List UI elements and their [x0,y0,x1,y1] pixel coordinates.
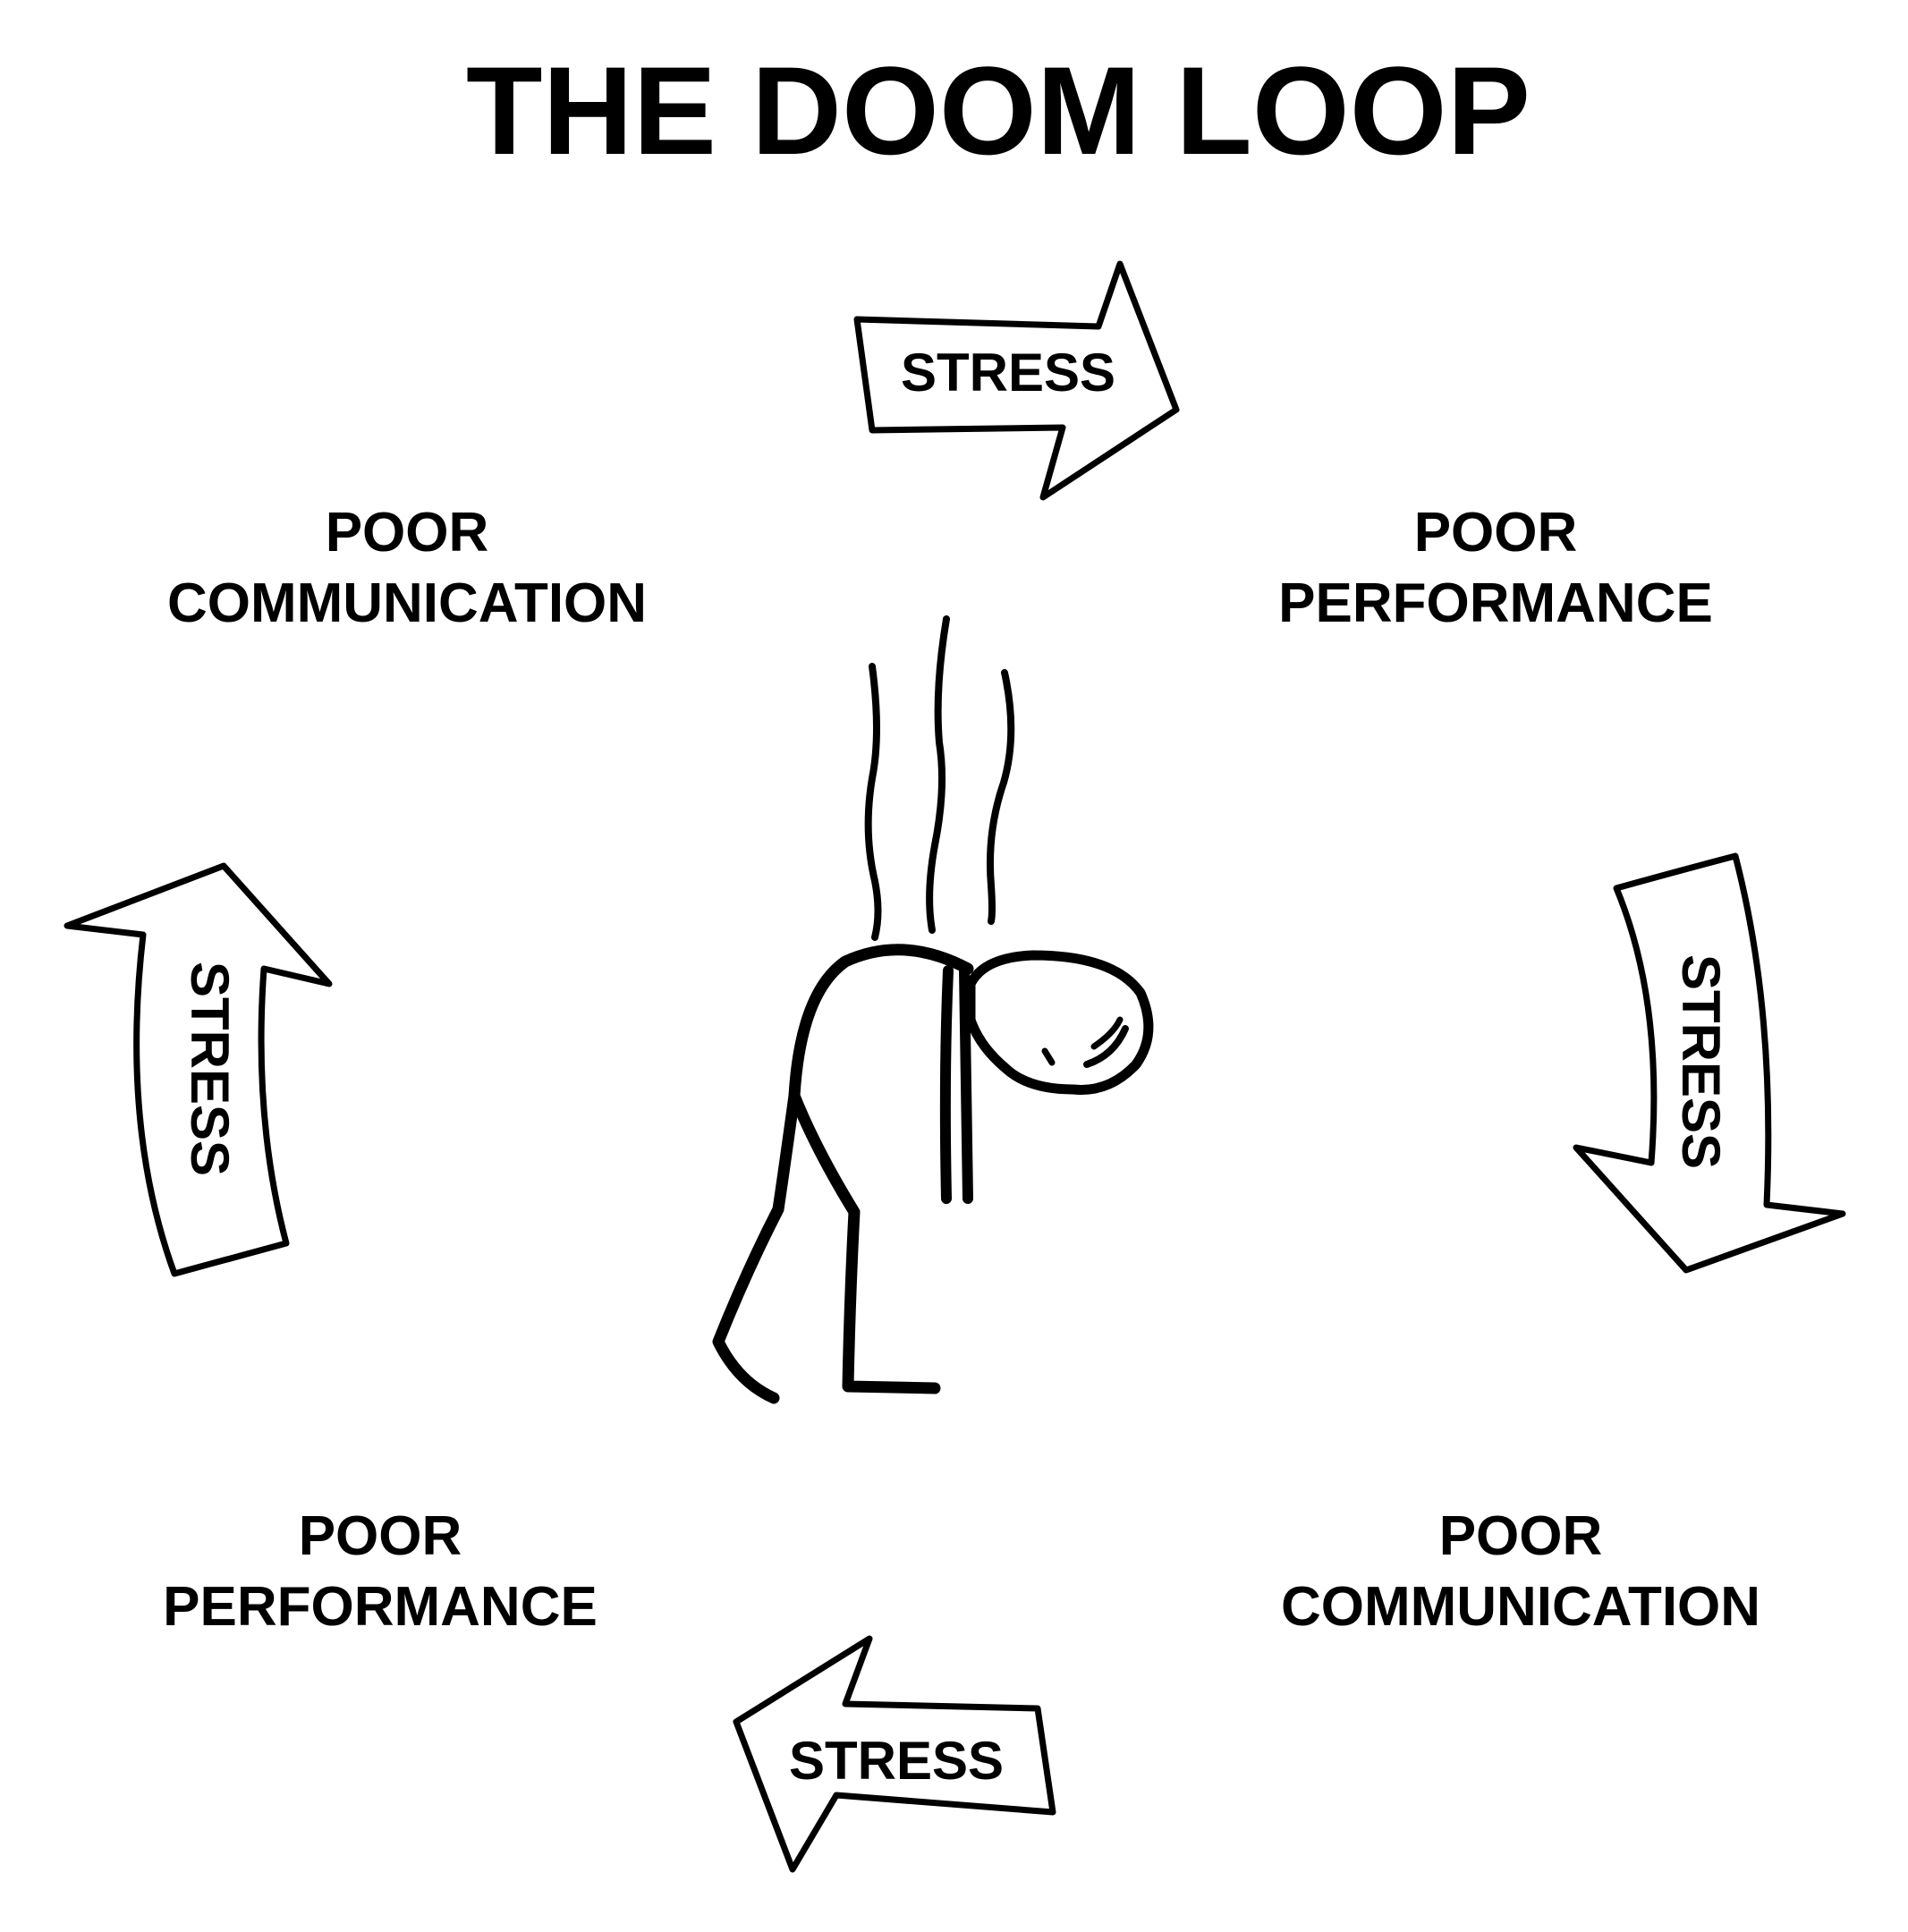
arrow-left: STRESS [64,862,333,1277]
arrow-icon [64,862,333,1277]
arrow-icon [733,1635,1056,1873]
node-top-left-line1: POOR [326,502,489,564]
node-bottom-right: POOR COMMUNICATION [1281,1505,1760,1638]
node-bottom-left-line1: POOR [299,1505,462,1567]
node-top-right-line2: PERFORMANCE [1278,572,1713,634]
slumped-stick-figure-icon [712,944,1154,1404]
arrow-bottom-label: STRESS [789,1731,1004,1791]
node-top-right: POOR PERFORMANCE [1278,502,1713,634]
node-top-left-line2: COMMUNICATION [167,572,647,634]
arrow-right: STRESS [1573,852,1846,1274]
arrow-icon [1573,852,1846,1274]
node-top-right-line1: POOR [1414,502,1578,564]
node-bottom-right-line2: COMMUNICATION [1281,1576,1760,1638]
page-title: THE DOOM LOOP [466,40,1531,181]
arrow-right-label: STRESS [1671,954,1731,1169]
node-bottom-left-line2: PERFORMANCE [163,1576,598,1638]
stress-lines-icon [864,615,1015,941]
arrow-left-label: STRESS [180,962,240,1176]
arrow-icon [853,260,1180,501]
node-bottom-left: POOR PERFORMANCE [163,1505,598,1638]
arrow-top-label: STRESS [901,343,1115,402]
arrow-bottom: STRESS [733,1635,1056,1873]
node-bottom-right-line1: POOR [1439,1505,1603,1567]
arrow-top: STRESS [853,260,1180,501]
node-top-left: POOR COMMUNICATION [167,502,647,634]
